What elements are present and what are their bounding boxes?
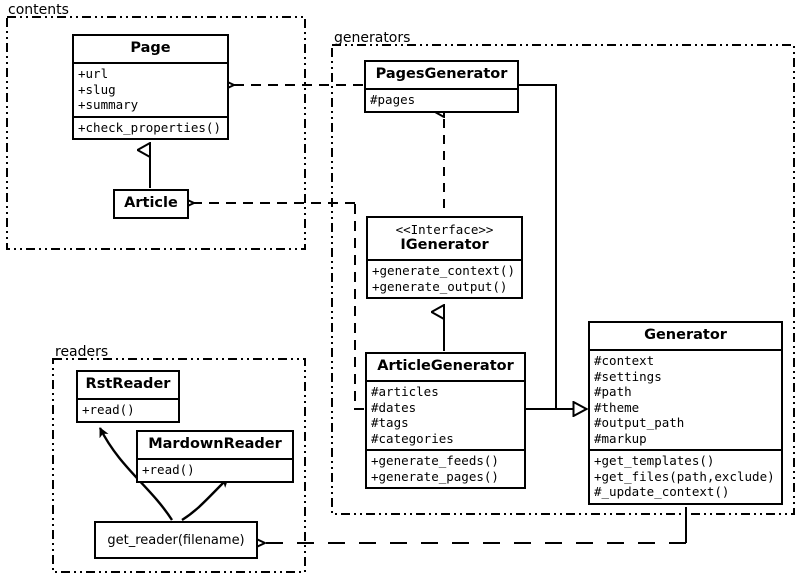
class-title-igenerator: <<Interface>> IGenerator xyxy=(368,218,521,259)
class-box-generator[interactable]: Generator #context #settings #path #them… xyxy=(588,321,783,505)
class-box-articlegenerator[interactable]: ArticleGenerator #articles #dates #tags … xyxy=(365,352,526,489)
function-label-get-reader: get_reader(filename) xyxy=(107,532,245,548)
rel-getreader-creates-mardownreader xyxy=(181,477,229,522)
operation-row: +read() xyxy=(82,402,135,417)
class-name-page: Page xyxy=(130,40,171,56)
attribute-row: +summary xyxy=(78,97,139,112)
operation-row: +get_templates() xyxy=(594,453,715,468)
class-stereotype-igenerator: <<Interface>> xyxy=(395,222,494,237)
operation-row: +generate_pages() xyxy=(371,468,499,484)
class-box-article[interactable]: Article xyxy=(113,189,189,219)
attribute-row: +slug xyxy=(78,81,116,97)
attribute-row: #markup xyxy=(594,430,647,446)
class-attributes-pagesgenerator: #pages xyxy=(366,90,517,111)
class-operations-rstreader: +read() xyxy=(78,400,178,421)
operation-row: +generate_feeds() xyxy=(371,453,499,468)
attribute-row: #pages xyxy=(370,92,416,107)
attribute-row: #articles xyxy=(371,384,439,399)
attribute-row: #dates xyxy=(371,399,417,415)
class-title-generator: Generator xyxy=(590,323,781,349)
operation-row: +generate_context() xyxy=(372,263,515,278)
operation-row: #_update_context() xyxy=(594,484,730,499)
class-name-article: Article xyxy=(124,195,178,211)
class-operations-generator: +get_templates() +get_files(path,exclude… xyxy=(590,451,781,503)
operation-row: +check_properties() xyxy=(78,119,221,135)
class-attributes-generator: #context #settings #path #theme #output_… xyxy=(590,351,781,449)
attribute-row: #tags xyxy=(371,415,409,430)
attribute-row: #settings xyxy=(594,368,662,384)
rel-generators-generalize-generator xyxy=(519,84,586,409)
attribute-row: #path xyxy=(594,384,632,399)
class-title-pagesgenerator: PagesGenerator xyxy=(366,62,517,88)
class-title-rstreader: RstReader xyxy=(78,372,178,398)
operation-row: +get_files(path,exclude) xyxy=(594,468,775,484)
package-label-generators: generators xyxy=(334,30,411,46)
operation-row: +read() xyxy=(142,462,195,477)
attribute-row: #theme xyxy=(594,399,640,415)
class-title-article: Article xyxy=(115,191,187,217)
class-title-articlegenerator: ArticleGenerator xyxy=(367,354,524,380)
class-name-igenerator: IGenerator xyxy=(400,237,489,253)
package-label-readers: readers xyxy=(55,344,109,360)
class-name-rstreader: RstReader xyxy=(85,376,171,392)
function-box-get-reader[interactable]: get_reader(filename) xyxy=(94,521,258,559)
attribute-row: +url xyxy=(78,66,109,81)
class-operations-igenerator: +generate_context() +generate_output() xyxy=(368,261,521,297)
package-label-contents: contents xyxy=(8,2,69,18)
attribute-row: #context xyxy=(594,353,655,368)
class-operations-page: +check_properties() xyxy=(74,118,227,139)
rel-generator-depends-getreader xyxy=(265,507,687,543)
class-name-mardownreader: MardownReader xyxy=(148,436,282,452)
rel-articlegenerator-depends-article xyxy=(194,203,364,410)
class-box-mardownreader[interactable]: MardownReader +read() xyxy=(136,430,294,483)
class-name-articlegenerator: ArticleGenerator xyxy=(377,358,514,374)
attribute-row: #categories xyxy=(371,430,454,446)
operation-row: +generate_output() xyxy=(372,278,508,294)
class-title-mardownreader: MardownReader xyxy=(138,432,292,458)
class-attributes-articlegenerator: #articles #dates #tags #categories xyxy=(367,382,524,449)
class-box-page[interactable]: Page +url +slug +summary +check_properti… xyxy=(72,34,229,140)
class-operations-articlegenerator: +generate_feeds() +generate_pages() xyxy=(367,451,524,487)
class-box-igenerator[interactable]: <<Interface>> IGenerator +generate_conte… xyxy=(366,216,523,299)
class-operations-mardownreader: +read() xyxy=(138,460,292,481)
class-box-rstreader[interactable]: RstReader +read() xyxy=(76,370,180,423)
attribute-row: #output_path xyxy=(594,415,685,430)
class-box-pagesgenerator[interactable]: PagesGenerator #pages xyxy=(364,60,519,113)
class-name-generator: Generator xyxy=(644,327,727,343)
class-name-pagesgenerator: PagesGenerator xyxy=(375,66,508,82)
class-attributes-page: +url +slug +summary xyxy=(74,64,227,116)
class-title-page: Page xyxy=(74,36,227,62)
